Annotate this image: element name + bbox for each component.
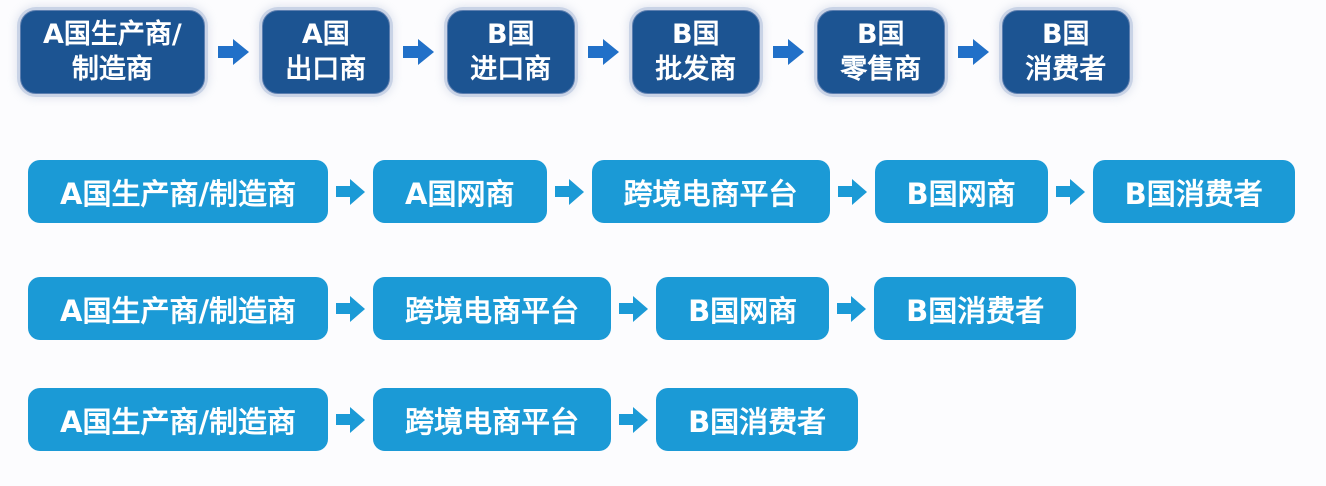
arrow-head (851, 295, 867, 322)
node-a-country-producer: A国生产商/制造商 (28, 160, 329, 223)
node-label: B国网商 (688, 293, 798, 328)
arrow-shaft (772, 46, 788, 58)
arrow-head (1069, 178, 1085, 205)
arrow-head (350, 406, 366, 433)
node-label: 跨境电商平台 (405, 404, 580, 439)
arrow-right-icon (619, 295, 649, 322)
node-b-country-wholesaler: B国 批发商 (631, 10, 760, 94)
arrow-shaft (837, 186, 852, 197)
node-b-country-online-merchant: B国网商 (874, 160, 1048, 223)
arrow-shaft (587, 46, 603, 58)
arrow-right-icon (837, 295, 867, 322)
arrow-shaft (837, 303, 852, 314)
node-label: 跨境电商平台 (623, 176, 798, 211)
node-label: A国生产商/制造商 (60, 293, 297, 328)
arrow-head (972, 39, 989, 65)
node-b-country-consumer: B国消费者 (1092, 160, 1295, 223)
arrow-head (417, 39, 434, 65)
node-label: A国 出口商 (285, 18, 367, 85)
arrow-right-icon (837, 178, 867, 205)
arrow-head (350, 295, 366, 322)
arrow-shaft (336, 186, 351, 197)
arrow-right-icon (336, 295, 366, 322)
arrow-right-icon (554, 178, 584, 205)
node-label: B国消费者 (688, 404, 827, 439)
arrow-right-icon (217, 39, 249, 65)
node-b-country-consumer: B国消费者 (656, 388, 859, 451)
node-label: B国 零售商 (840, 18, 922, 85)
node-label: A国生产商/制造商 (60, 176, 297, 211)
node-label: B国网商 (906, 176, 1016, 211)
arrow-right-icon (336, 178, 366, 205)
row-ecommerce-chain-2: A国生产商/制造商 跨境电商平台 B国网商 B国消费者 (0, 277, 1326, 340)
arrow-right-icon (1055, 178, 1085, 205)
arrow-right-icon (619, 406, 649, 433)
node-label: A国网商 (405, 176, 515, 211)
node-label: B国 消费者 (1025, 18, 1107, 85)
node-label: B国 进口商 (470, 18, 552, 85)
node-label: 跨境电商平台 (405, 293, 580, 328)
node-label: B国消费者 (1124, 176, 1263, 211)
arrow-head (787, 39, 804, 65)
node-a-country-online-merchant: A国网商 (373, 160, 547, 223)
arrow-head (568, 178, 584, 205)
node-a-country-producer: A国生产商/制造商 (28, 277, 329, 340)
node-label: B国 批发商 (655, 18, 737, 85)
arrow-head (851, 178, 867, 205)
arrow-right-icon (336, 406, 366, 433)
node-a-country-producer: A国生产商/ 制造商 (20, 10, 205, 94)
node-cross-border-platform: 跨境电商平台 (373, 277, 612, 340)
node-b-country-retailer: B国 零售商 (816, 10, 945, 94)
node-label: B国消费者 (906, 293, 1045, 328)
arrow-right-icon (587, 39, 619, 65)
arrow-shaft (1055, 186, 1070, 197)
arrow-right-icon (402, 39, 434, 65)
node-a-country-producer: A国生产商/制造商 (28, 388, 329, 451)
arrow-shaft (402, 46, 418, 58)
arrow-head (602, 39, 619, 65)
arrow-head (633, 295, 649, 322)
arrow-right-icon (957, 39, 989, 65)
node-b-country-consumer: B国消费者 (874, 277, 1077, 340)
arrow-shaft (619, 414, 634, 425)
node-label: A国生产商/制造商 (60, 404, 297, 439)
arrow-shaft (619, 303, 634, 314)
arrow-head (633, 406, 649, 433)
arrow-head (232, 39, 249, 65)
arrow-shaft (554, 186, 569, 197)
arrow-right-icon (772, 39, 804, 65)
arrow-head (350, 178, 366, 205)
node-b-country-online-merchant: B国网商 (656, 277, 830, 340)
arrow-shaft (336, 303, 351, 314)
arrow-shaft (336, 414, 351, 425)
row-traditional-trade-chain: A国生产商/ 制造商 A国 出口商 B国 进口商 B国 批发商 B国 零售商 B… (0, 0, 1326, 94)
node-a-country-exporter: A国 出口商 (261, 10, 390, 94)
node-b-country-importer: B国 进口商 (446, 10, 575, 94)
arrow-shaft (957, 46, 973, 58)
node-label: A国生产商/ 制造商 (43, 18, 182, 85)
node-cross-border-platform: 跨境电商平台 (373, 388, 612, 451)
node-b-country-consumer: B国 消费者 (1001, 10, 1130, 94)
arrow-shaft (217, 46, 233, 58)
row-ecommerce-chain-3: A国生产商/制造商 跨境电商平台 B国消费者 (0, 388, 1326, 451)
node-cross-border-platform: 跨境电商平台 (591, 160, 830, 223)
row-ecommerce-chain-1: A国生产商/制造商 A国网商 跨境电商平台 B国网商 B国消费者 (0, 160, 1326, 223)
